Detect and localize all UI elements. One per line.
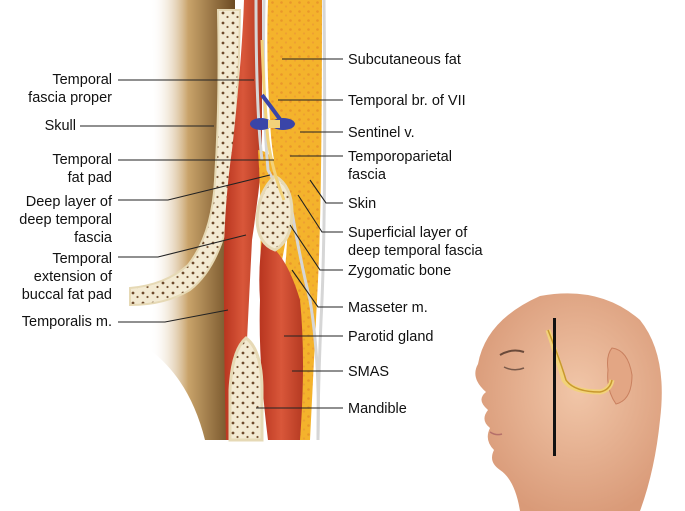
label-line: Temporal (12, 71, 112, 89)
label-line: deep temporal (6, 211, 112, 229)
head-profile-icon (475, 293, 661, 511)
label-line: Skull (12, 117, 76, 135)
label-temporal-fat-pad: Temporal fat pad (12, 151, 112, 187)
label-line: fascia proper (12, 89, 112, 107)
label-temporal-fascia-proper: Temporal fascia proper (12, 71, 112, 107)
label-sentinel-vein: Sentinel v. (348, 124, 415, 142)
label-skull: Skull (12, 117, 76, 135)
label-line: Temporal (12, 151, 112, 169)
label-parotid-gland: Parotid gland (348, 328, 433, 346)
label-line: fascia (6, 229, 112, 247)
label-line: buccal fat pad (6, 286, 112, 304)
label-skin: Skin (348, 195, 376, 213)
label-temporal-extension-buccal-fat-pad: Temporal extension of buccal fat pad (6, 250, 112, 304)
label-line: extension of (6, 268, 112, 286)
label-line: Superficial layer of (348, 224, 483, 242)
label-superficial-layer-deep-temporal-fascia: Superficial layer of deep temporal fasci… (348, 224, 483, 260)
label-smas: SMAS (348, 363, 389, 381)
label-line: fascia (348, 166, 452, 184)
label-line: Temporalis m. (2, 313, 112, 331)
label-mandible: Mandible (348, 400, 407, 418)
label-masseter: Masseter m. (348, 299, 428, 317)
label-line: fat pad (12, 169, 112, 187)
label-temporalis: Temporalis m. (2, 313, 112, 331)
label-temporal-branch-vii: Temporal br. of VII (348, 92, 466, 110)
label-subcutaneous-fat: Subcutaneous fat (348, 51, 461, 69)
label-line: Deep layer of (6, 193, 112, 211)
label-zygomatic-bone: Zygomatic bone (348, 262, 451, 280)
label-line: Temporal (6, 250, 112, 268)
label-deep-layer-deep-temporal-fascia: Deep layer of deep temporal fascia (6, 193, 112, 247)
mandible-bone (230, 338, 262, 440)
label-line: Temporoparietal (348, 148, 452, 166)
label-line: deep temporal fascia (348, 242, 483, 260)
label-temporoparietal-fascia: Temporoparietal fascia (348, 148, 452, 184)
